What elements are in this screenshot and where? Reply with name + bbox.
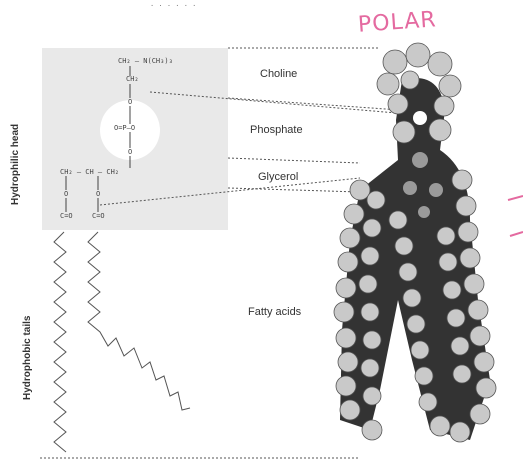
formula-bonds	[66, 66, 130, 212]
pink-marks	[508, 196, 523, 236]
phosphate-atom-highlight	[413, 111, 427, 125]
fatty-acid-tail-left	[54, 232, 66, 452]
space-filling-model	[334, 43, 496, 442]
fatty-acid-tail-right	[88, 232, 190, 410]
